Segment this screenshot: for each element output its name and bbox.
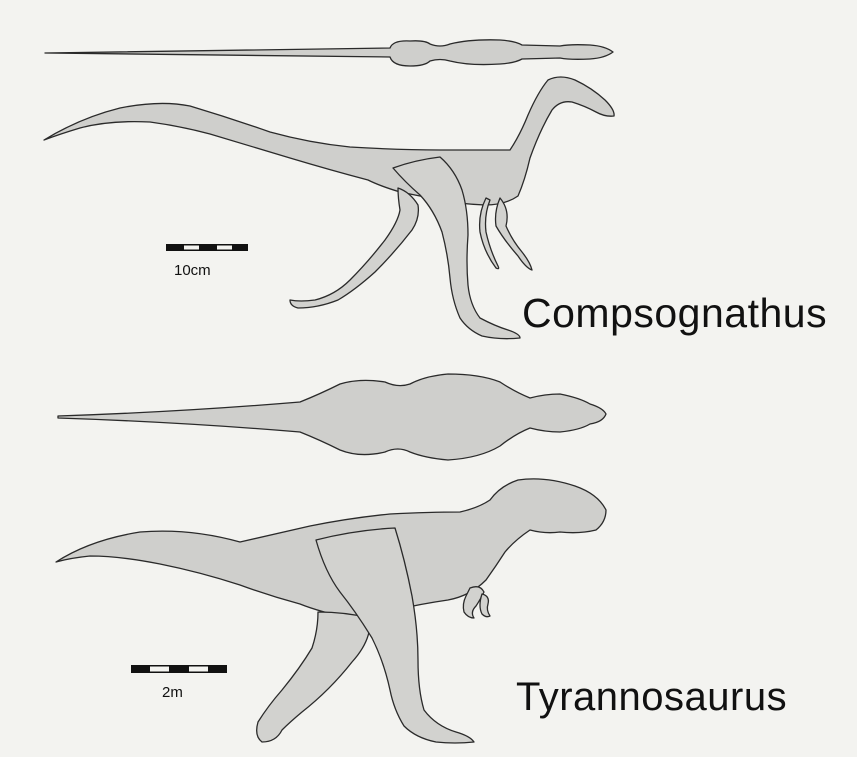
compsognathus-name-label: Compsognathus	[522, 290, 827, 337]
compsognathus-top-view	[45, 40, 613, 66]
compsognathus-side-body	[44, 77, 614, 205]
compsognathus-arm-left	[480, 198, 499, 269]
tyrannosaurus-name-label: Tyrannosaurus	[516, 675, 787, 720]
compsognathus-scale-bar	[166, 244, 248, 251]
tyrannosaurus-top-view	[58, 374, 606, 460]
tyrannosaurus-scale-bar	[131, 665, 227, 673]
compsognathus-arm-right	[496, 198, 533, 270]
compsognathus-scale-label: 10cm	[174, 262, 211, 279]
compsognathus-far-leg	[290, 188, 418, 308]
tyrannosaurus-arm-second	[480, 594, 490, 617]
tyrannosaurus-scale-label: 2m	[162, 684, 183, 701]
tyrannosaurus-far-leg	[257, 612, 371, 742]
